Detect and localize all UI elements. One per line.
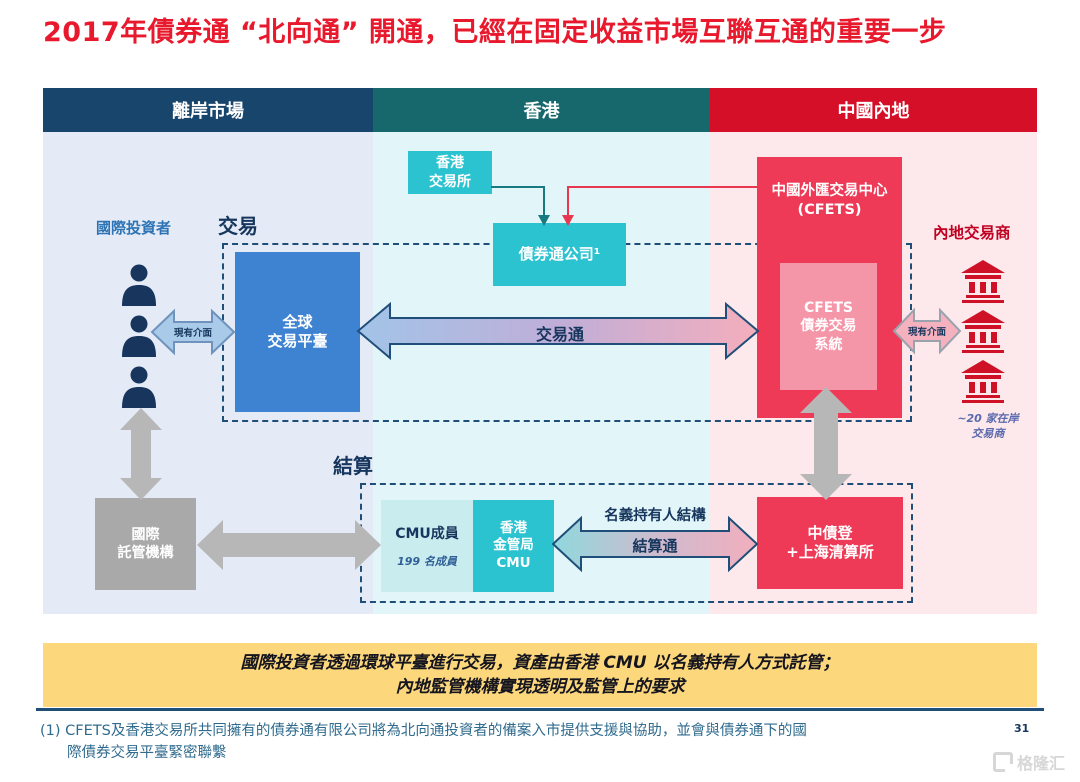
footnote-line1: (1) CFETS及香港交易所共同擁有的債券通有限公司將為北向通投資者的備案入市… bbox=[40, 723, 807, 739]
international-custodian-box: 國際 託管機構 bbox=[95, 498, 196, 590]
settlement-section-label: 結算 bbox=[333, 454, 373, 478]
existing-interface-left-label: 現有介面 bbox=[173, 328, 212, 339]
page-number: 31 bbox=[1014, 722, 1030, 735]
column-header-hongkong: 香港 bbox=[373, 88, 710, 132]
international-investors-label: 國際投資者 bbox=[96, 219, 172, 237]
nominee-structure-label: 名義持有人結構 bbox=[604, 508, 706, 524]
summary-banner: 國際投資者透過環球平臺進行交易，資產由香港 CMU 以名義持有人方式託管； 內地… bbox=[43, 643, 1037, 707]
trading-section-label: 交易 bbox=[218, 214, 258, 238]
hkma-cmu-box: 香港 金管局 CMU bbox=[473, 500, 554, 592]
settlement-link-label: 結算通 bbox=[632, 537, 678, 555]
gelonghui-logo-icon bbox=[993, 752, 1013, 772]
footer-divider bbox=[36, 708, 1044, 711]
cmu-members-label: CMU成員 bbox=[395, 526, 459, 542]
summary-banner-line1: 國際投資者透過環球平臺進行交易，資產由香港 CMU 以名義持有人方式託管； bbox=[240, 653, 840, 673]
gelonghui-logo-text: 格隆汇 bbox=[1017, 754, 1066, 773]
existing-interface-right-label: 現有介面 bbox=[907, 327, 946, 338]
mainland-dealers-label: 內地交易商 bbox=[933, 224, 1011, 242]
trading-link-label: 交易通 bbox=[535, 325, 584, 344]
footnote: (1) CFETS及香港交易所共同擁有的債券通有限公司將為北向通投資者的備案入市… bbox=[40, 720, 990, 765]
cmu-members-count: 199 名成員 bbox=[397, 555, 457, 568]
hkex-box: 香港 交易所 bbox=[408, 151, 492, 194]
ccdc-shch-box: 中債登 +上海清算所 bbox=[757, 497, 903, 589]
bond-connect-company-box: 債券通公司¹ bbox=[493, 223, 626, 286]
gelonghui-watermark: 格隆汇 bbox=[993, 750, 1065, 774]
column-header-offshore: 離岸市場 bbox=[43, 88, 373, 132]
summary-banner-line2: 內地監管機構實現透明及監管上的要求 bbox=[395, 677, 685, 697]
global-trading-platform-box: 全球 交易平臺 bbox=[235, 252, 360, 412]
dealers-count-label: ~20 家在岸 交易商 bbox=[957, 412, 1019, 440]
column-header-mainland: 中國內地 bbox=[710, 88, 1037, 132]
page-title: 2017年債券通 “北向通” 開通，已經在固定收益市場互聯互通的重要一步 bbox=[43, 17, 947, 48]
footnote-line2: 際債券交易平臺緊密聯繫 bbox=[67, 745, 227, 762]
cmu-members-box: CMU成員 199 名成員 bbox=[381, 500, 473, 592]
cfets-bond-trading-system-box: CFETS 債券交易 系統 bbox=[780, 263, 877, 390]
